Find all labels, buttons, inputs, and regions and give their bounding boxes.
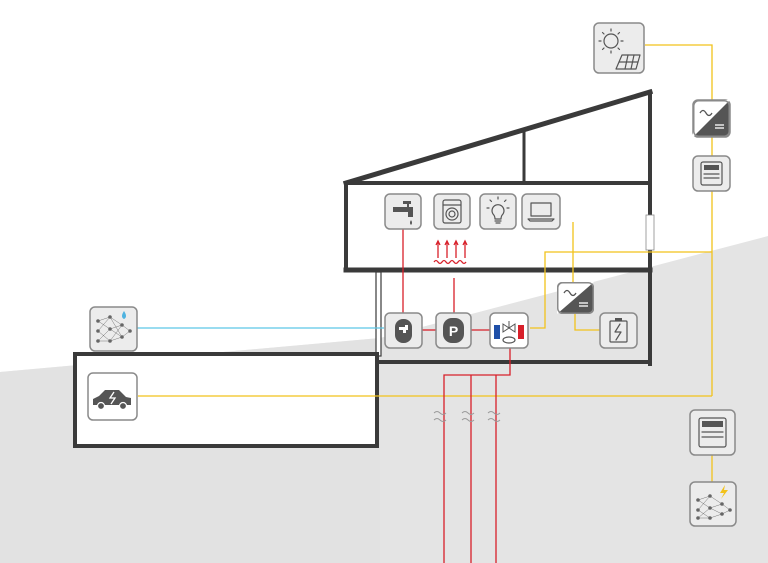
electric-car-icon bbox=[87, 372, 138, 421]
electricity-meter-icon bbox=[689, 409, 736, 456]
boiler-tap-icon bbox=[384, 312, 423, 349]
grid-to-home-line bbox=[530, 251, 712, 329]
heat-arrows bbox=[433, 239, 468, 265]
light-bulb-icon bbox=[479, 193, 517, 230]
sun-solar-panel-icon bbox=[593, 22, 645, 74]
heat-exchanger-icon bbox=[489, 312, 529, 349]
ground-heat-loop bbox=[443, 346, 511, 563]
inverter-ac-dc-icon bbox=[692, 99, 731, 138]
solar-to-inverter-line bbox=[645, 44, 713, 100]
neural-network-water-icon bbox=[89, 306, 138, 352]
heat-pump-p-icon: P bbox=[435, 312, 472, 349]
battery-storage-icon bbox=[599, 312, 638, 349]
inverter-to-battery-line bbox=[574, 310, 600, 331]
connections bbox=[137, 44, 713, 563]
ground-waves bbox=[433, 411, 501, 422]
water-tap-icon bbox=[384, 193, 422, 230]
electricity-meter-icon bbox=[692, 155, 731, 192]
washing-machine-icon bbox=[433, 193, 471, 230]
laptop-icon bbox=[521, 193, 561, 230]
neural-network-power-icon bbox=[689, 481, 737, 527]
heat-pump-label: P bbox=[449, 323, 458, 339]
inverter-ac-dc-icon bbox=[557, 282, 594, 314]
